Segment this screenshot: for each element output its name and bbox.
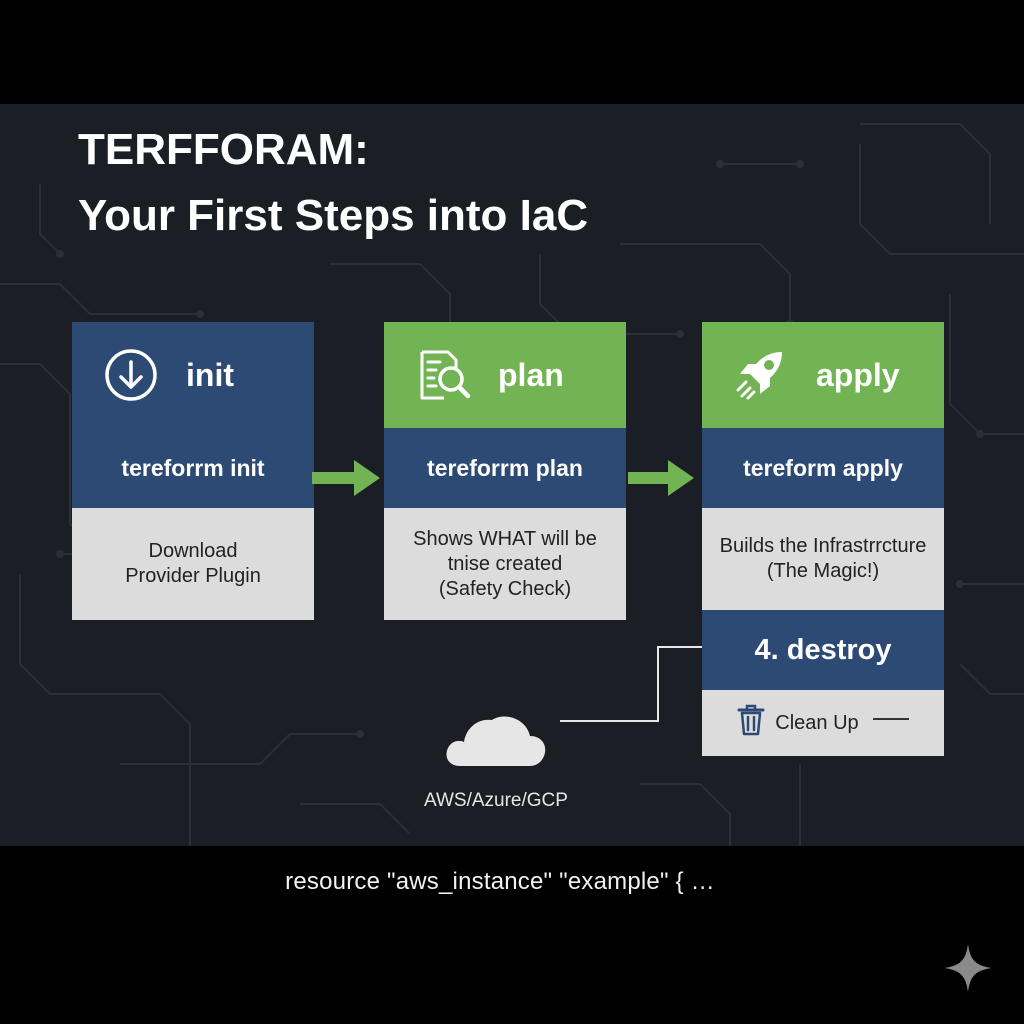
- trash-icon: [737, 703, 765, 743]
- step-card-init: init tereforrm init Download Provider Pl…: [72, 322, 314, 620]
- arrow-plan-to-apply: [628, 460, 694, 496]
- description-line: Download: [148, 540, 238, 562]
- code-snippet: resource "aws_instance" "example" { …: [285, 868, 715, 895]
- description-line: Builds the Infrastrrcture: [719, 535, 927, 557]
- step-header-init: init: [72, 322, 314, 428]
- diagram-panel: TERFFORAM: Your First Steps into IaC ini…: [0, 104, 1024, 846]
- step-description-apply: Builds the Infrastrrcture (The Magic!): [702, 508, 944, 610]
- title-line-1: TERFFORAM:: [78, 125, 369, 174]
- step-label-plan: plan: [498, 356, 564, 393]
- cloud-icon: [446, 716, 546, 766]
- step-description-init: Download Provider Plugin: [72, 508, 314, 620]
- cleanup-label: Clean Up: [775, 711, 859, 734]
- description-line: Provider Plugin: [125, 565, 261, 587]
- connector-line: [560, 646, 702, 722]
- sparkle-icon: [944, 944, 992, 992]
- step-card-plan: plan tereforrm plan Shows WHAT will be t…: [384, 322, 626, 620]
- title-line-2: Your First Steps into IaC: [78, 191, 589, 240]
- step-command-plan: tereforrm plan: [384, 428, 626, 508]
- cleanup-underline: [872, 718, 909, 720]
- step-description-plan: Shows WHAT will be tnise created (Safety…: [384, 508, 626, 620]
- step-header-plan: plan: [384, 322, 626, 428]
- step-command-apply: tereform apply: [702, 428, 944, 508]
- document-search-icon: [414, 346, 472, 404]
- description-line: (The Magic!): [766, 560, 880, 582]
- cleanup-row: Clean Up: [702, 690, 944, 756]
- step-command-init: tereforrm init: [72, 428, 314, 508]
- step-card-apply: apply tereform apply Builds the Infrastr…: [702, 322, 944, 610]
- step-label-apply: apply: [816, 356, 900, 393]
- step-header-apply: apply: [702, 322, 944, 428]
- description-line: Shows WHAT will be: [413, 527, 597, 550]
- description-line: tnise created: [447, 552, 563, 575]
- step-header-destroy: 4. destroy: [702, 610, 944, 690]
- step-label-init: init: [186, 356, 234, 393]
- rocket-icon: [732, 346, 790, 404]
- description-line: (Safety Check): [438, 577, 572, 600]
- arrow-init-to-plan: [312, 460, 380, 496]
- download-circle-icon: [102, 346, 160, 404]
- cloud-label: AWS/Azure/GCP: [424, 790, 568, 811]
